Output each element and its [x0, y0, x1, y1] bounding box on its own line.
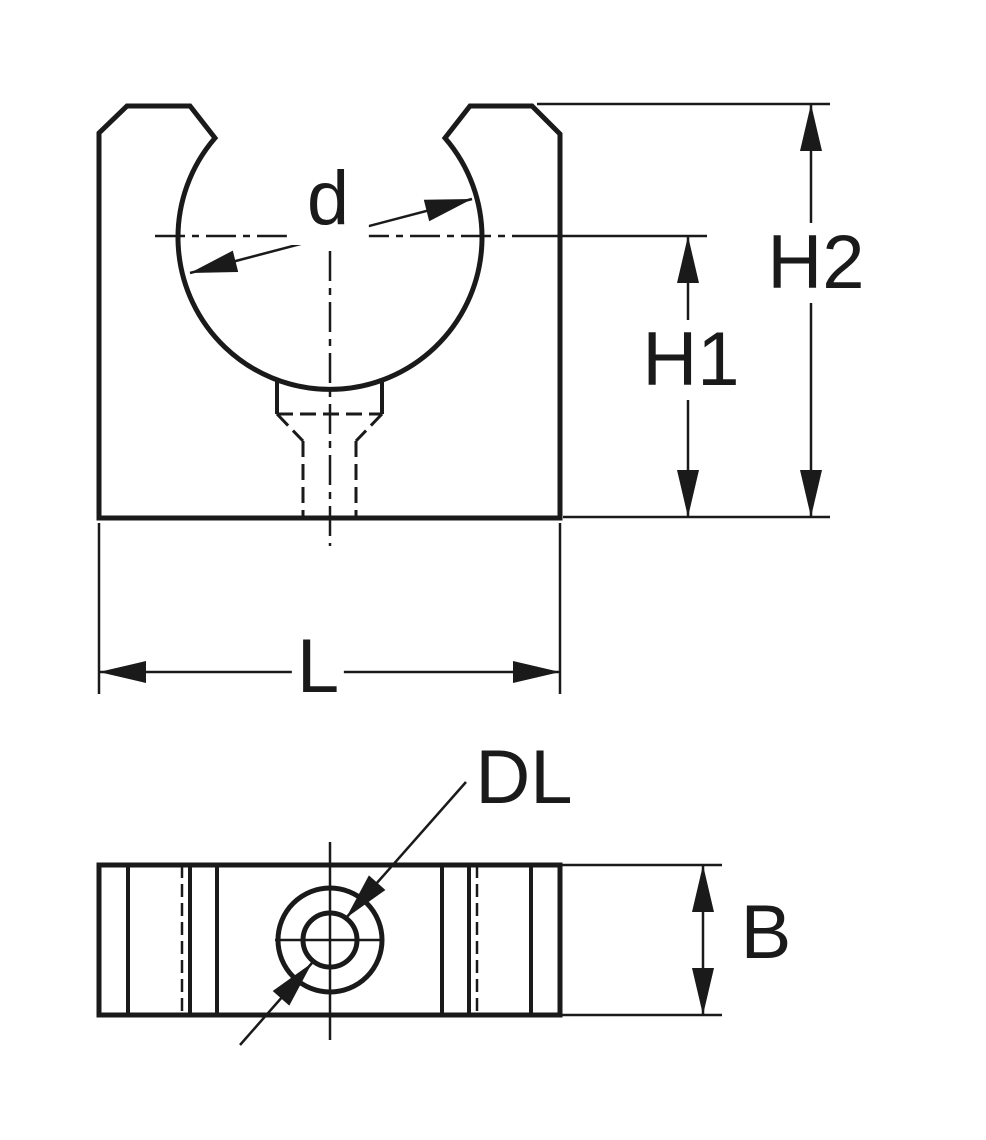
dimension-dl-leader — [239, 781, 467, 1046]
b-arrow-down — [692, 968, 714, 1015]
dim-label-l: L — [291, 619, 345, 715]
h1-arrow-up — [677, 236, 699, 283]
front-view-extension-lines — [97, 102, 830, 694]
dim-label-h1: H1 — [637, 320, 745, 400]
dl-arrow-lower — [272, 963, 312, 1006]
l-arrow-left — [99, 661, 146, 683]
b-arrow-up — [692, 865, 714, 912]
front-view-centerlines — [155, 234, 707, 546]
dimension-b — [562, 863, 722, 1017]
dim-label-d: d — [286, 153, 370, 245]
dim-label-dl: DL — [472, 738, 576, 818]
h1-arrow-down — [677, 470, 699, 517]
dimension-h2 — [800, 104, 822, 517]
h2-arrow-up — [800, 104, 822, 151]
d-arrow-lower-left — [190, 250, 239, 273]
dim-label-h2: H2 — [762, 223, 870, 303]
h2-arrow-down — [800, 470, 822, 517]
front-view-body-outline — [96, 103, 563, 521]
plan-view-outline — [96, 862, 563, 1018]
plan-view-edge-lines — [126, 865, 533, 1015]
d-arrow-upper-right — [423, 199, 472, 222]
dim-label-b: B — [733, 893, 799, 973]
front-view-slot-edges — [275, 379, 384, 414]
plan-view-centerlines — [275, 842, 384, 1040]
plan-view — [96, 781, 722, 1046]
dl-arrow-upper — [346, 875, 386, 918]
l-arrow-right — [513, 661, 560, 683]
plan-view-hidden-lines — [180, 865, 479, 1015]
